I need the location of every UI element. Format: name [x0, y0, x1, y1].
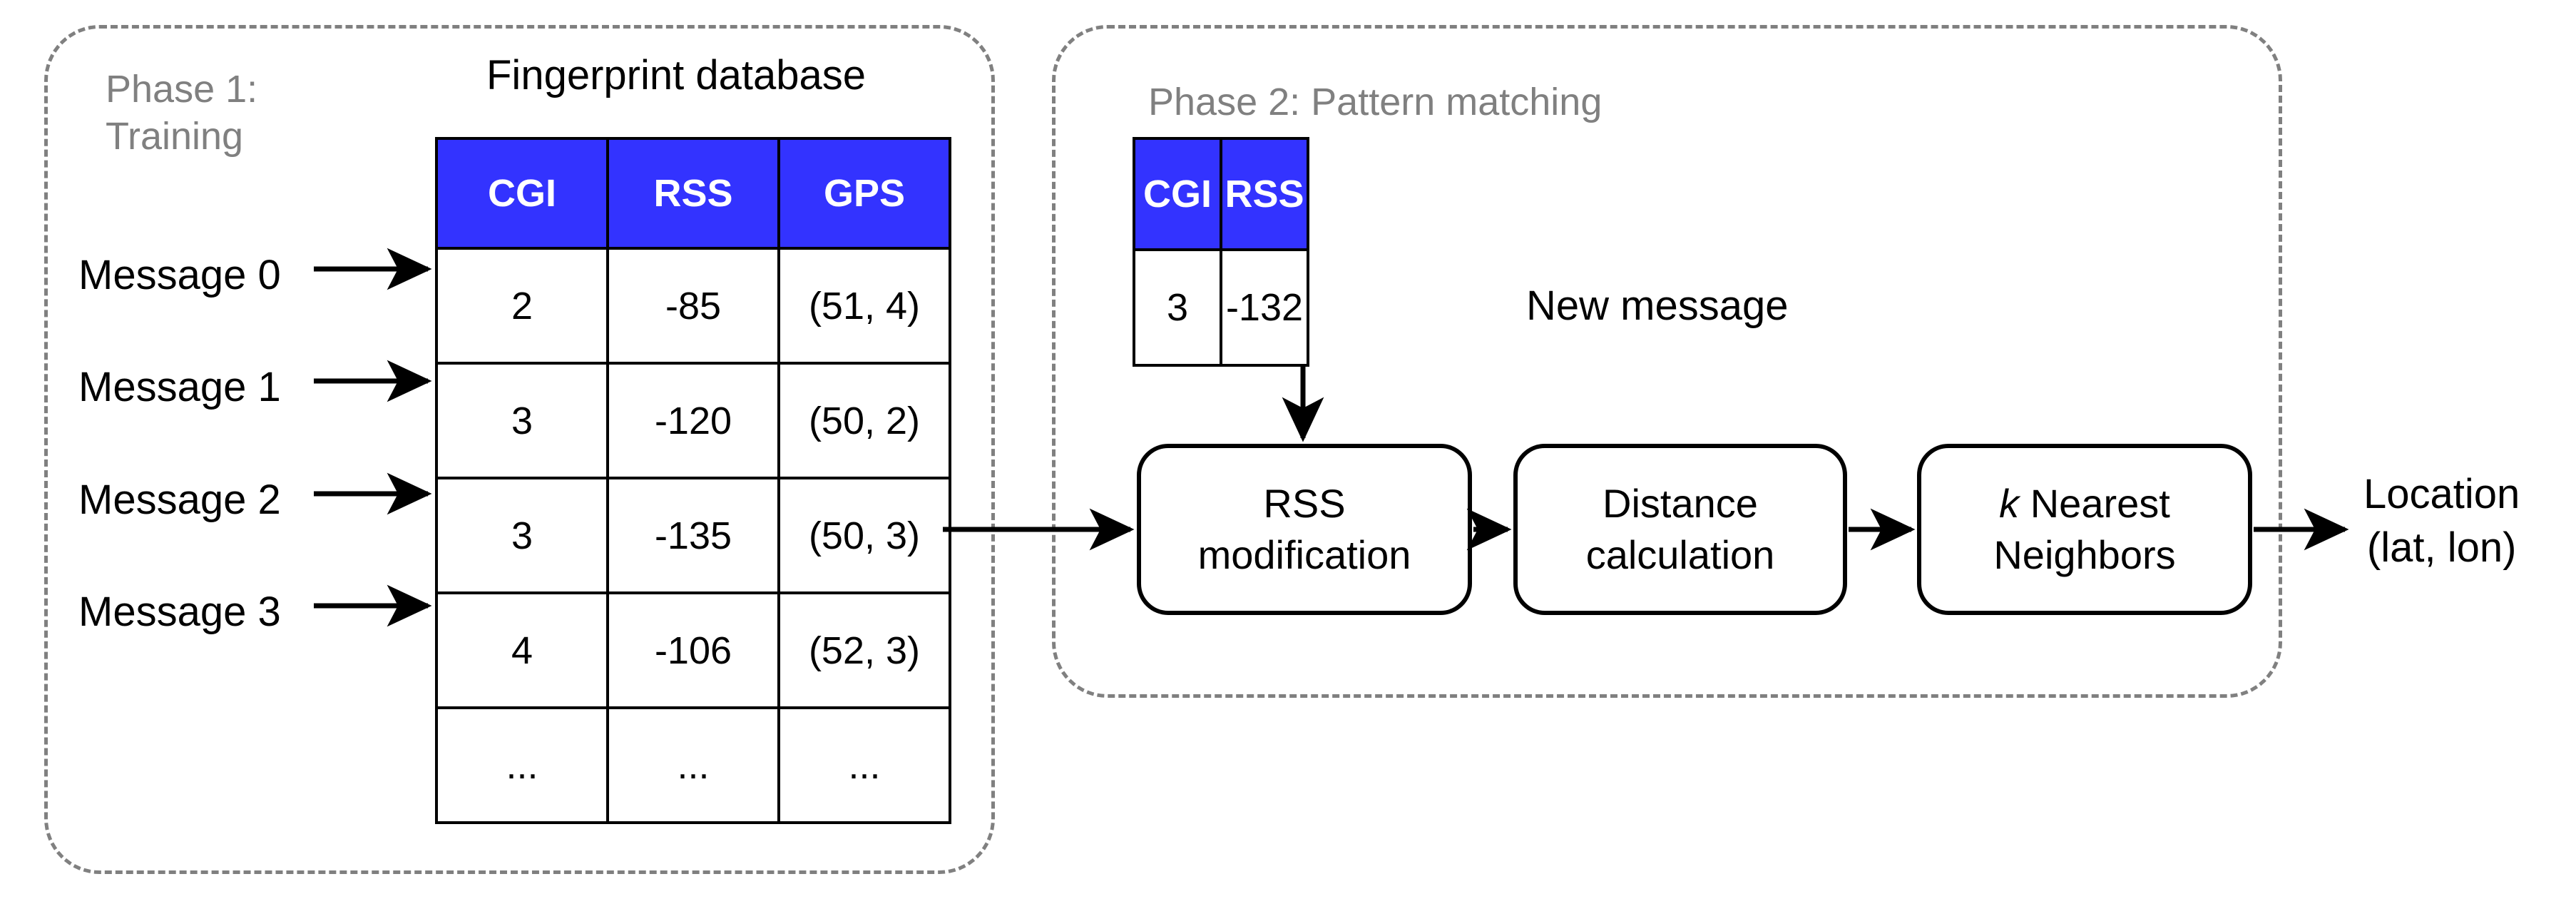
cell-rss: ... [606, 706, 780, 824]
phase-1-label: Phase 1: Training [106, 68, 258, 158]
process-box-label: Distance calculation [1585, 481, 1775, 577]
table-row: 2 -85 (51, 4) [435, 247, 951, 365]
output-location-label: Location (lat, lon) [2363, 471, 2520, 572]
new-message-table: CGI RSS 3 -132 [1133, 137, 1309, 367]
table-header-row: CGI RSS GPS [435, 137, 951, 250]
message-label-0: Message 0 [78, 252, 281, 298]
table-row: 3 -132 [1133, 248, 1309, 367]
table-header-row: CGI RSS [1133, 137, 1309, 251]
message-label-3: Message 3 [78, 589, 281, 635]
process-box-k-nearest-neighbors[interactable]: k Nearest Neighbors [1917, 444, 2252, 615]
process-box-label: k Nearest Neighbors [1993, 481, 2176, 577]
new-message-caption: New message [1526, 283, 1789, 329]
cell-cgi: ... [435, 706, 609, 824]
fingerprint-database-table: CGI RSS GPS 2 -85 (51, 4) 3 -120 (50, 2)… [435, 137, 951, 824]
column-header-rss: RSS [1220, 137, 1309, 251]
cell-rss: -106 [606, 591, 780, 709]
column-header-gps: GPS [777, 137, 951, 250]
fingerprint-database-title: Fingerprint database [486, 52, 866, 98]
k-symbol: k [1999, 481, 2020, 527]
cell-rss: -120 [606, 362, 780, 479]
column-header-cgi: CGI [1133, 137, 1222, 251]
table-row: 3 -120 (50, 2) [435, 362, 951, 479]
message-label-2: Message 2 [78, 477, 281, 523]
column-header-rss: RSS [606, 137, 780, 250]
table-row-ellipsis: ... ... ... [435, 706, 951, 824]
phase-1-container [44, 25, 995, 874]
cell-cgi: 4 [435, 591, 609, 709]
cell-rss: -135 [606, 477, 780, 594]
process-box-label: RSS modification [1197, 481, 1411, 577]
cell-gps: (50, 2) [777, 362, 951, 479]
message-label-1: Message 1 [78, 364, 281, 410]
process-box-distance-calculation[interactable]: Distance calculation [1513, 444, 1847, 615]
cell-rss: -132 [1220, 248, 1309, 367]
cell-gps: (50, 3) [777, 477, 951, 594]
table-row: 4 -106 (52, 3) [435, 591, 951, 709]
phase-2-container [1052, 25, 2282, 698]
cell-cgi: 2 [435, 247, 609, 365]
cell-gps: ... [777, 706, 951, 824]
table-row: 3 -135 (50, 3) [435, 477, 951, 594]
phase-2-label: Phase 2: Pattern matching [1148, 81, 1603, 123]
cell-cgi: 3 [435, 362, 609, 479]
process-box-rss-modification[interactable]: RSS modification [1137, 444, 1472, 615]
column-header-cgi: CGI [435, 137, 609, 250]
cell-cgi: 3 [1133, 248, 1222, 367]
cell-gps: (52, 3) [777, 591, 951, 709]
cell-rss: -85 [606, 247, 780, 365]
cell-cgi: 3 [435, 477, 609, 594]
cell-gps: (51, 4) [777, 247, 951, 365]
